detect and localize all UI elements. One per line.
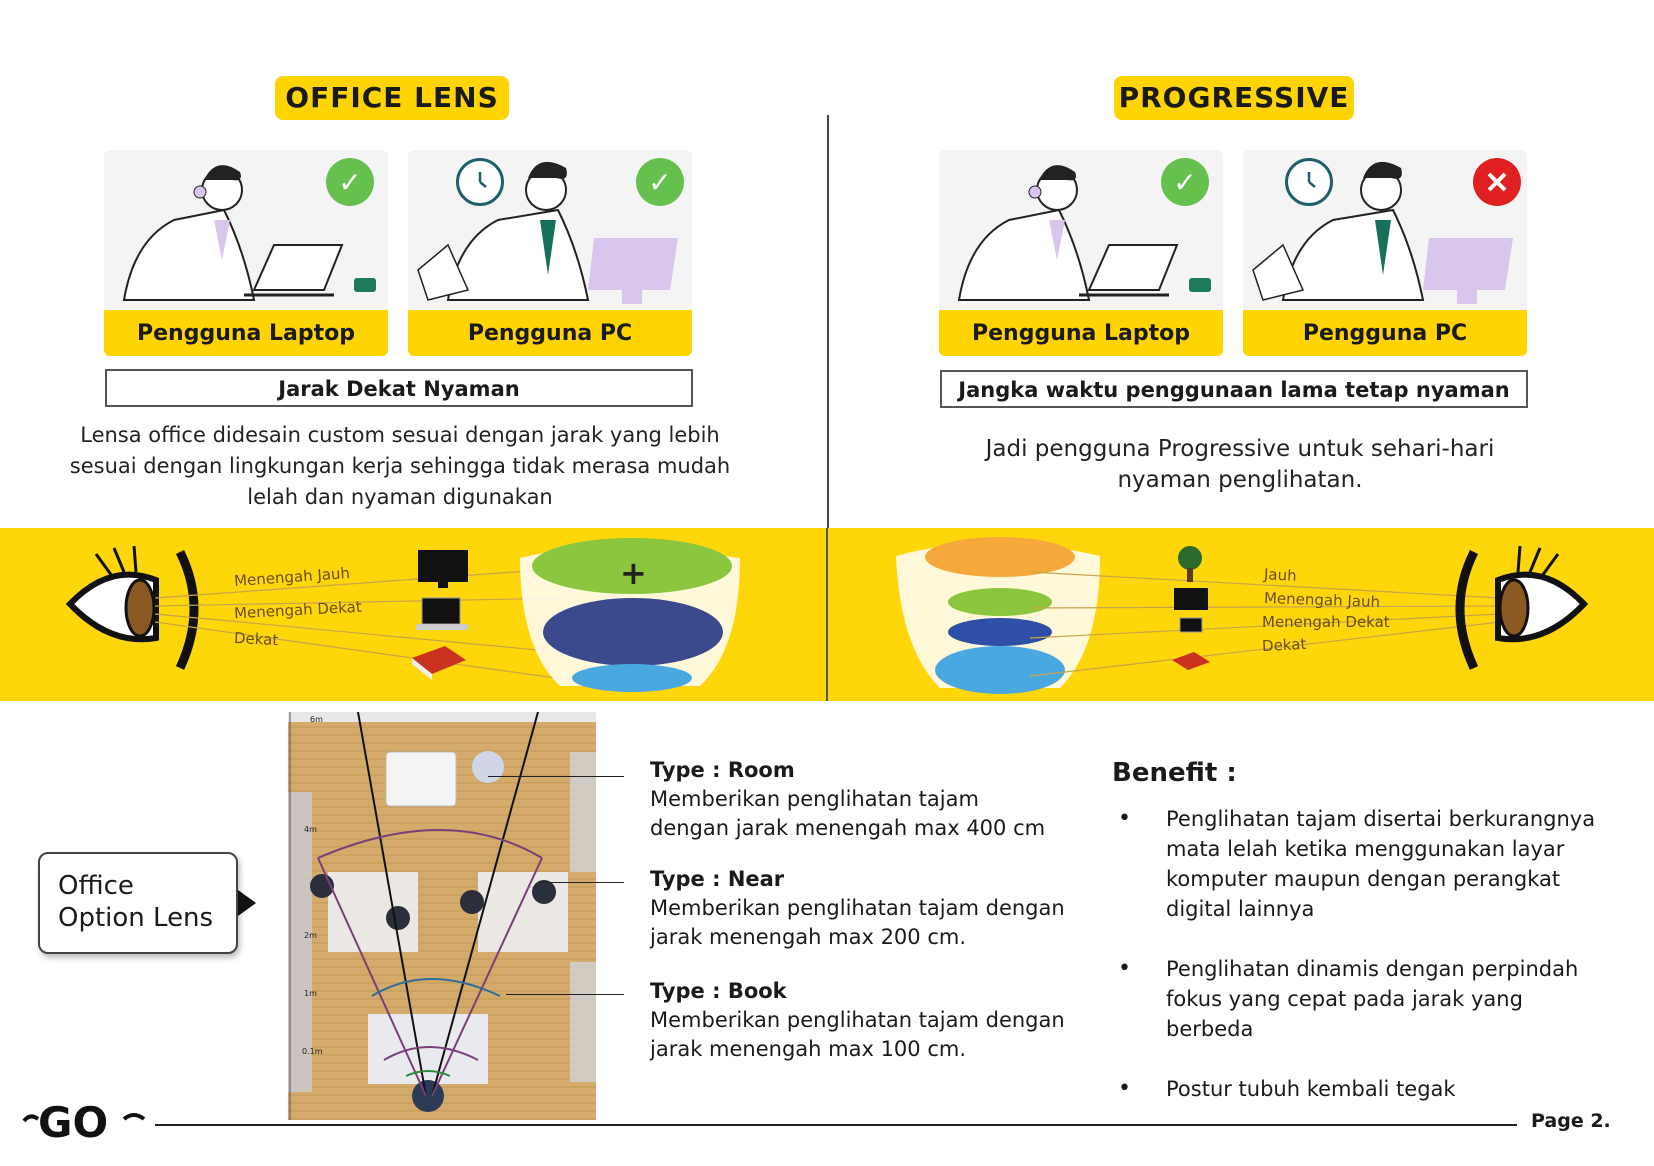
cross-icon [1473, 158, 1521, 206]
lens-diagram: + [65, 528, 1589, 701]
office-boxed-text: Jarak Dekat Nyaman [105, 369, 693, 407]
clock-icon [1285, 158, 1333, 206]
office-option-lens-box: Office Option Lens [38, 852, 238, 954]
type-near: Type : Near Memberikan penglihatan tajam… [650, 867, 1065, 949]
benefit-title: Benefit : [1112, 758, 1237, 788]
type-book: Type : Book Memberikan penglihatan tajam… [650, 979, 1065, 1061]
clock-icon [456, 158, 504, 206]
office-overhead-photo: 6m 4m 2m 1m 0.1m [288, 712, 596, 1120]
svg-text:GO: GO [38, 1098, 108, 1145]
pc-user-illustration [417, 161, 678, 304]
center-divider [827, 115, 829, 700]
eye-icon-left [65, 545, 199, 670]
distance-label-left: Dekat [233, 628, 279, 650]
card-caption: Pengguna Laptop [939, 310, 1223, 356]
card-caption: Pengguna PC [408, 310, 692, 356]
scale-mark: 6m [310, 715, 323, 724]
benefit-item: Penglihatan tajam disertai berkurangnya … [1112, 804, 1612, 924]
card-caption: Pengguna PC [1243, 310, 1527, 356]
scale-mark: 2m [304, 931, 317, 940]
benefit-list: Penglihatan tajam disertai berkurangnya … [1112, 804, 1612, 1134]
arrow-right-icon [238, 890, 256, 916]
card-progressive-pc: Pengguna PC [1243, 150, 1527, 356]
check-icon: ✓ [326, 158, 374, 206]
pointer-line [540, 882, 624, 883]
scale-mark: 0.1m [302, 1047, 323, 1056]
card-office-pc: ✓ Pengguna PC [408, 150, 692, 356]
page-number: Page 2. [1531, 1110, 1611, 1132]
scale-mark: 1m [304, 989, 317, 998]
pointer-line [488, 776, 624, 777]
progressive-boxed-text: Jangka waktu penggunaan lama tetap nyama… [940, 370, 1528, 408]
check-icon: ✓ [1161, 158, 1209, 206]
laptop-user-illustration [122, 165, 376, 301]
office-lens-label: OFFICE LENS [275, 76, 509, 120]
card-progressive-laptop: ✓ Pengguna Laptop [939, 150, 1223, 356]
laptop-user-illustration [957, 165, 1211, 301]
footer-rule [155, 1124, 1517, 1126]
benefit-item: Postur tubuh kembali tegak [1112, 1074, 1612, 1104]
type-room: Type : Room Memberikan penglihatan tajam… [650, 758, 1046, 840]
distance-label-right: Menengah Dekat [1262, 613, 1390, 631]
go-logo: GO [20, 1095, 150, 1149]
card-office-laptop: ✓ Pengguna Laptop [104, 150, 388, 356]
svg-text:+: + [620, 554, 647, 592]
distance-label-right: Jauh [1263, 565, 1298, 585]
progressive-label: PROGRESSIVE [1114, 76, 1354, 120]
eye-icon-right [1455, 545, 1589, 670]
distance-label-right: Dekat [1261, 634, 1307, 656]
office-description: Lensa office didesain custom sesuai deng… [69, 423, 731, 509]
benefit-item: Penglihatan dinamis dengan perpindah fok… [1112, 954, 1612, 1044]
scale-mark: 4m [304, 825, 317, 834]
progressive-description: Jadi pengguna Progressive untuk sehari-h… [985, 436, 1495, 493]
pointer-line [506, 994, 624, 995]
pc-user-illustration [1252, 161, 1513, 304]
check-icon: ✓ [636, 158, 684, 206]
card-caption: Pengguna Laptop [104, 310, 388, 356]
